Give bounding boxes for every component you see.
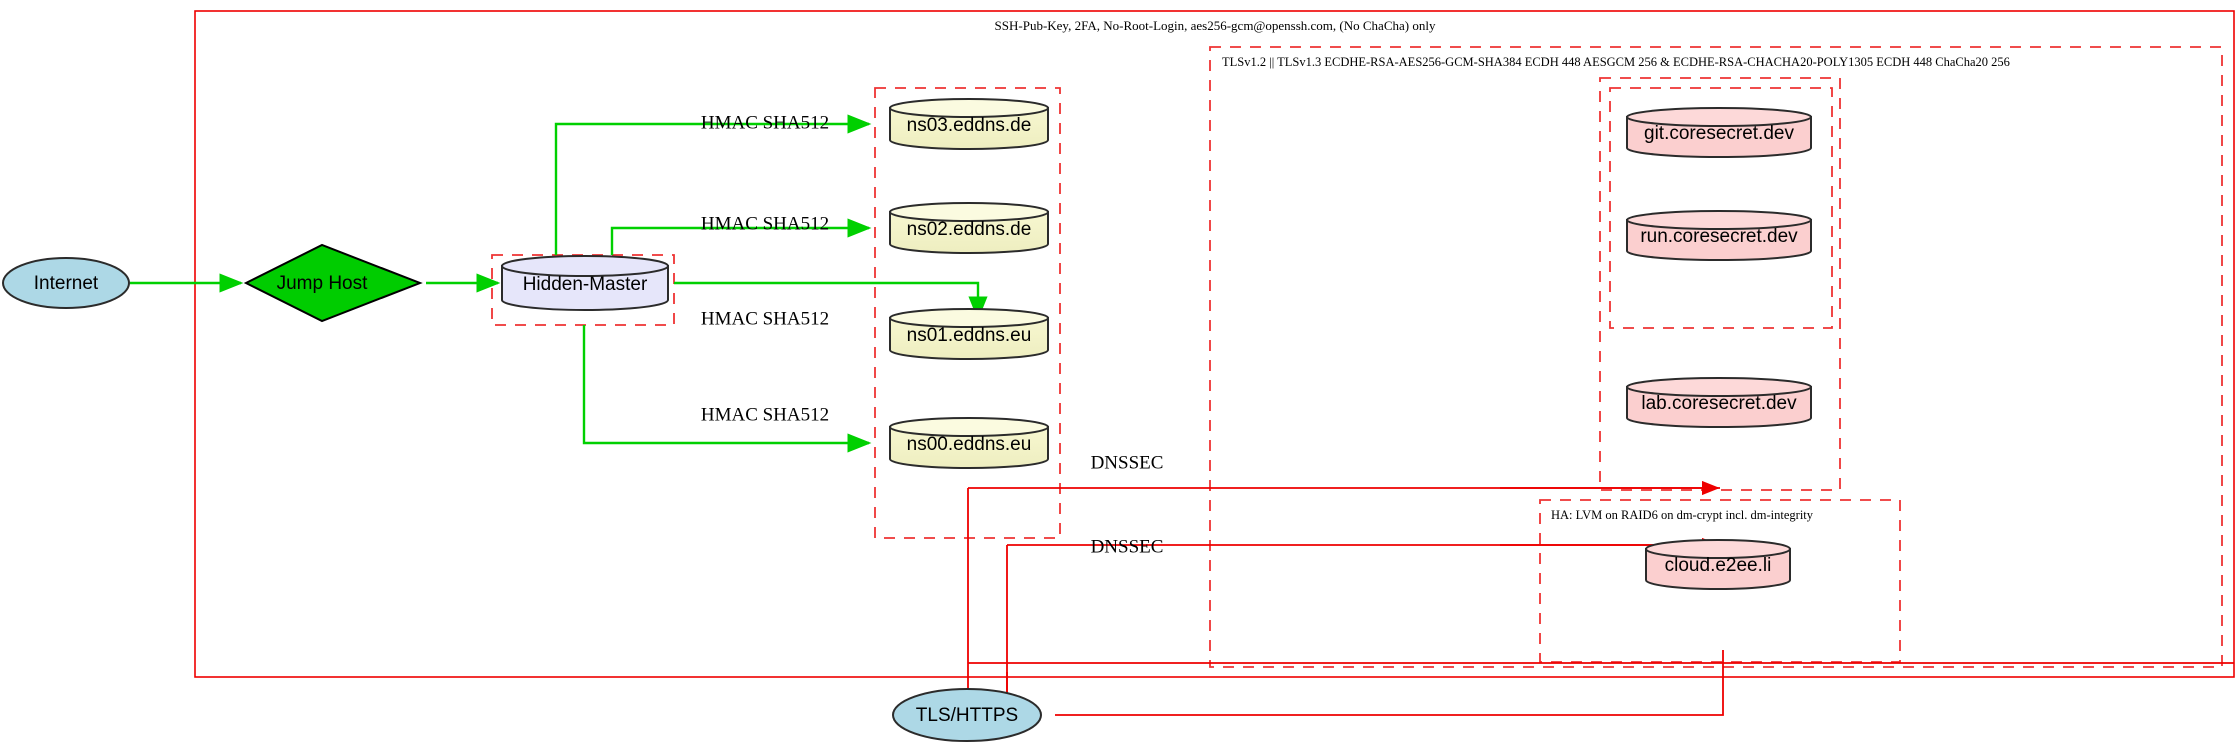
- node-ns02[interactable]: ns02.eddns.de: [889, 202, 1049, 254]
- edge-dnssec-lower: [1006, 544, 1720, 718]
- node-git-coresecret[interactable]: git.coresecret.dev: [1626, 107, 1812, 158]
- node-lab-coresecret[interactable]: lab.coresecret.dev: [1626, 377, 1812, 428]
- node-tls-https[interactable]: TLS/HTTPS: [892, 688, 1042, 742]
- cluster-ha: [1539, 499, 1901, 663]
- cluster-web-inner: [1609, 87, 1833, 329]
- node-internet[interactable]: Internet: [2, 257, 130, 309]
- edge-label-hmac-ns01: HMAC SHA512: [701, 308, 829, 329]
- edge-master-ns00: [582, 325, 872, 453]
- edge-label-dnssec-upper: DNSSEC: [1091, 452, 1164, 473]
- node-hidden-master-label: Hidden-Master: [523, 274, 648, 295]
- node-ns02-label: ns02.eddns.de: [907, 219, 1032, 240]
- node-ns01-label: ns01.eddns.eu: [907, 325, 1032, 346]
- edge-master-ns03: [554, 114, 872, 255]
- cluster-outer-ssh: [194, 10, 2235, 678]
- edge-label-hmac-ns00: HMAC SHA512: [701, 404, 829, 425]
- node-lab-coresecret-label: lab.coresecret.dev: [1641, 393, 1797, 414]
- node-hidden-master[interactable]: Hidden-Master: [501, 255, 669, 311]
- edge-tlshttps-right: [1055, 650, 1724, 716]
- node-ns00-label: ns00.eddns.eu: [907, 434, 1032, 455]
- cluster-tls-label: TLSv1.2 || TLSv1.3 ECDHE-RSA-AES256-GCM-…: [1222, 55, 2010, 69]
- node-ns01[interactable]: ns01.eddns.eu: [889, 308, 1049, 360]
- cluster-web: [1599, 77, 1841, 491]
- edge-master-ns02: [610, 218, 872, 255]
- cluster-outer-ssh-label: SSH-Pub-Key, 2FA, No-Root-Login, aes256-…: [995, 18, 1436, 33]
- node-ns03-label: ns03.eddns.de: [907, 115, 1032, 136]
- node-run-coresecret-label: run.coresecret.dev: [1640, 226, 1798, 247]
- cluster-ha-label: HA: LVM on RAID6 on dm-crypt incl. dm-in…: [1551, 508, 1814, 522]
- node-run-coresecret[interactable]: run.coresecret.dev: [1626, 210, 1812, 261]
- node-ns03[interactable]: ns03.eddns.de: [889, 98, 1049, 150]
- edge-label-hmac-ns02: HMAC SHA512: [701, 213, 829, 234]
- node-cloud-e2ee[interactable]: cloud.e2ee.li: [1645, 539, 1791, 590]
- node-ns00[interactable]: ns00.eddns.eu: [889, 417, 1049, 469]
- node-tls-https-label: TLS/HTTPS: [916, 705, 1018, 726]
- edge-label-dnssec-lower: DNSSEC: [1091, 536, 1164, 557]
- node-cloud-e2ee-label: cloud.e2ee.li: [1665, 555, 1772, 576]
- edge-master-ns01: [674, 281, 988, 321]
- node-jump-host[interactable]: Jump Host: [243, 243, 423, 323]
- edge-label-hmac-ns03: HMAC SHA512: [701, 112, 829, 133]
- node-git-coresecret-label: git.coresecret.dev: [1644, 123, 1794, 144]
- cluster-tls: [1209, 46, 2223, 668]
- node-jump-host-label: Jump Host: [277, 273, 369, 294]
- node-internet-label: Internet: [34, 273, 99, 294]
